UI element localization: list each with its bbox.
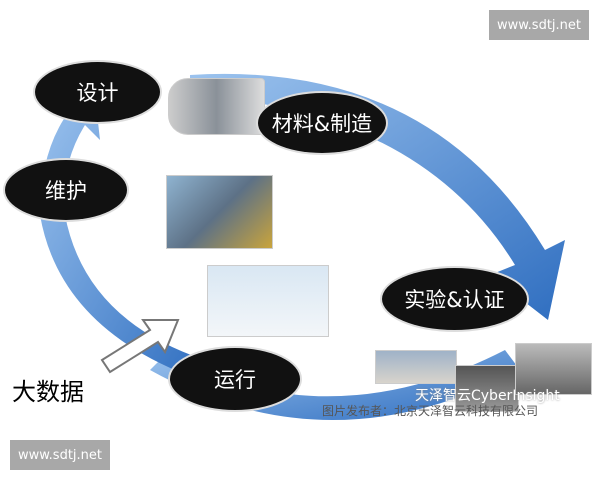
test-photo-3	[515, 343, 592, 395]
big-data-label: 大数据	[12, 378, 84, 406]
big-data-arrow	[100, 319, 180, 374]
publisher-caption: 图片发布者：北京天泽智云科技有限公司	[322, 404, 539, 418]
test-photo-1	[375, 350, 457, 384]
logo-watermark: 天泽智云CyberInsight	[415, 388, 560, 404]
site-badge-top: www.sdtj.net	[489, 10, 589, 40]
site-badge-bottom: www.sdtj.net	[10, 440, 110, 470]
node-operation: 运行	[170, 348, 300, 410]
airplane-photo	[207, 265, 329, 337]
node-testing: 实验&认证	[382, 268, 527, 330]
test-photo-2	[455, 365, 519, 412]
node-design: 设计	[35, 62, 160, 122]
engine-image	[168, 78, 265, 135]
cycle-arrow-left	[40, 95, 205, 380]
node-maintenance: 维护	[5, 160, 127, 220]
maintenance-photo	[166, 175, 273, 249]
node-materials: 材料&制造	[258, 93, 386, 153]
